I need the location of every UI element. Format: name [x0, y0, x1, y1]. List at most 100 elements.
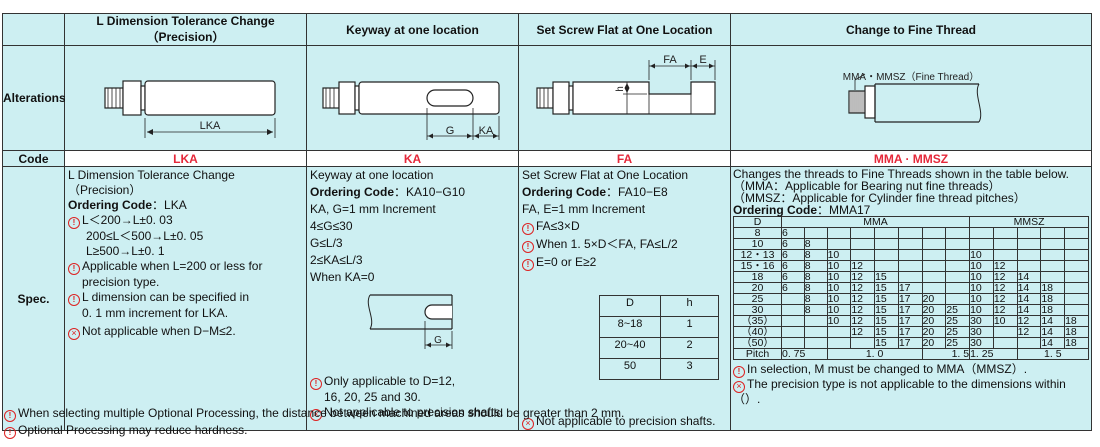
table-cell: 12	[850, 293, 876, 305]
code-mma: MMA · MMSZ	[730, 150, 1092, 167]
table-cell: 10	[992, 315, 1018, 327]
table-cell	[781, 293, 805, 305]
table-cell: 10	[969, 282, 994, 294]
ordering-code-value: ：LKA	[152, 198, 187, 212]
table-cell	[803, 337, 828, 349]
table-cell: 12	[992, 304, 1018, 316]
table-cell: 25	[945, 315, 971, 327]
table-cell: 10	[826, 260, 852, 272]
ordering-code-value: ：KA10−G10	[394, 185, 466, 199]
table-cell	[781, 304, 805, 316]
table-cell	[1040, 260, 1066, 272]
table-cell: 20	[921, 337, 947, 349]
table-cell: 15	[874, 293, 899, 305]
ka-ka-label: KA	[479, 125, 494, 137]
mma-shaft-drawing: MMA・MMSZ（Fine Thread）	[843, 71, 982, 123]
table-cell: 20	[921, 326, 947, 338]
table-cell	[897, 227, 923, 239]
table-cell: 6	[781, 238, 805, 250]
table-cell	[1040, 249, 1066, 261]
table-cell	[992, 227, 1018, 239]
table-cell	[850, 238, 876, 250]
table-cell	[826, 337, 852, 349]
fa-fa-label: FA	[663, 54, 677, 66]
table-cell: 12	[850, 260, 876, 272]
ft-head-mma: MMA	[780, 216, 971, 228]
table-cell: 8	[803, 271, 828, 283]
table-cell	[921, 282, 947, 294]
table-cell: 18	[1040, 282, 1066, 294]
table-cell	[945, 227, 971, 239]
table-cell: 20	[921, 293, 947, 305]
footnote-1: !When selecting multiple Optional Proces…	[4, 406, 624, 422]
fa-table-head-d: D	[599, 295, 661, 317]
table-cell: 25	[945, 337, 971, 349]
table-cell: 10	[969, 271, 994, 283]
table-cell: 30	[969, 337, 994, 349]
table-cell: 15	[874, 315, 899, 327]
table-cell: 30	[969, 315, 994, 327]
table-cell: 30	[969, 326, 994, 338]
table-cell	[1016, 337, 1042, 349]
note-text: E=0 or E≥2	[536, 255, 597, 269]
ordering-code-label: Ordering Code	[68, 198, 153, 212]
not-applicable-icon: ×	[68, 328, 80, 340]
note-text: Not applicable to precision shafts.	[324, 405, 504, 419]
table-cell	[945, 293, 971, 305]
table-cell: 10	[826, 271, 852, 283]
ordering-code-label: Ordering Code	[733, 203, 818, 217]
ka-note-1: !Only applicable to D=12,	[310, 374, 503, 390]
note-text: When 1. 5×D＜FA, FA≤L/2	[536, 237, 678, 251]
ka-spec-g-label: G	[434, 335, 442, 346]
table-cell: 6	[781, 271, 805, 283]
caution-icon: !	[68, 217, 80, 229]
mma-desc-3: （MMSZ：Applicable for Cylinder fine threa…	[733, 191, 1026, 205]
fa-note-1: !FA≤3×D	[522, 219, 727, 235]
table-cell: （35）	[733, 315, 782, 327]
table-cell	[1064, 260, 1089, 272]
mma-note-1: !In selection, M must be changed to MMA（…	[733, 363, 1089, 378]
table-cell: 12	[992, 271, 1018, 283]
table-cell	[897, 249, 923, 261]
table-cell	[992, 337, 1018, 349]
table-cell: 14	[1016, 304, 1042, 316]
table-cell	[897, 271, 923, 283]
ka-zero-drawing: G	[367, 294, 453, 349]
lka-spec-title: L Dimension Tolerance Change	[68, 168, 235, 182]
table-cell	[921, 249, 947, 261]
lka-dim-label: LKA	[200, 120, 221, 132]
table-cell	[803, 315, 828, 327]
lka-note-2b: 0. 1 mm increment for LKA.	[82, 306, 229, 320]
ka-note-1b: 16, 20, 25 and 30.	[324, 390, 421, 404]
code-ka: KA	[306, 150, 519, 167]
table-cell: 17	[897, 282, 923, 294]
table-cell: 17	[897, 315, 923, 327]
table-cell	[826, 238, 852, 250]
table-cell	[992, 238, 1018, 250]
lka-note-3: ×Not applicable when D−M≤2.	[68, 324, 303, 340]
lka-note-1: !Applicable when L=200 or less for	[68, 259, 303, 275]
table-cell: 8	[803, 282, 828, 294]
lka-drawing-cell: LKA	[64, 45, 307, 151]
table-cell: 25	[945, 326, 971, 338]
fa-increment: FA, E=1 mm Increment	[522, 202, 646, 216]
not-applicable-icon: ×	[310, 409, 322, 421]
table-cell	[945, 282, 971, 294]
table-cell: 12	[1016, 315, 1042, 327]
table-cell: （40）	[733, 326, 782, 338]
table-cell: 8	[803, 293, 828, 305]
table-cell: 18	[1064, 326, 1089, 338]
table-cell: 10	[969, 260, 994, 272]
ordering-code-label: Ordering Code	[522, 185, 607, 199]
table-cell	[850, 249, 876, 261]
header-mma: Change to Fine Thread	[730, 13, 1092, 46]
note-text: Applicable when L=200 or less for	[82, 259, 263, 273]
table-cell	[1040, 271, 1066, 283]
table-cell: 20	[733, 282, 782, 294]
table-cell: 12	[992, 282, 1018, 294]
caution-icon: !	[522, 241, 534, 253]
table-cell: 15	[874, 271, 899, 283]
